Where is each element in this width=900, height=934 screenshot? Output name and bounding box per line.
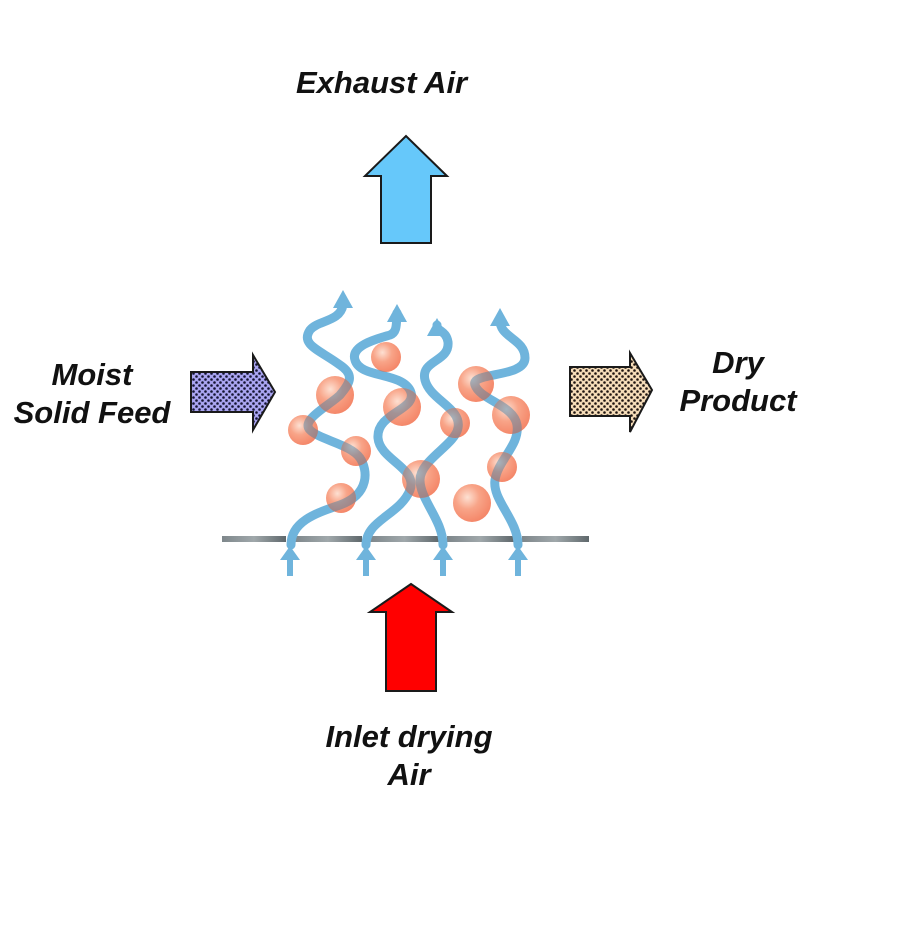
plate-segment <box>447 536 514 542</box>
particle <box>440 408 470 438</box>
inlet-air-line1: Inlet drying <box>325 719 493 754</box>
exhaust-air-label: Exhaust Air <box>296 65 468 100</box>
plate-segment <box>370 536 439 542</box>
particle <box>288 415 318 445</box>
dry-product-arrow-icon <box>569 349 654 433</box>
moist-feed-line2: Solid Feed <box>13 395 171 430</box>
exhaust-air-arrow-icon <box>362 134 450 244</box>
dry-product-line1: Dry <box>712 345 764 380</box>
inlet-jet-arrow-icon <box>356 546 376 576</box>
moist-feed-line1: Moist <box>51 357 133 392</box>
air-stream <box>470 313 530 550</box>
particle <box>492 396 530 434</box>
distributor-plate <box>222 536 589 542</box>
moist-feed-arrow-icon <box>190 351 277 434</box>
moist-solid-feed-label: Moist Solid Feed <box>4 356 180 432</box>
dry-product-label: Dry Product <box>668 344 808 420</box>
air-stream-arrowhead-icon <box>490 308 510 326</box>
particles <box>288 342 530 522</box>
inlet-jet-arrow-icon <box>280 546 300 576</box>
dry-product-line2: Product <box>679 383 797 418</box>
particle <box>316 376 354 414</box>
particle <box>453 484 491 522</box>
particle <box>341 436 371 466</box>
particle <box>326 483 356 513</box>
inlet-air-arrow-icon <box>366 582 456 692</box>
inlet-air-line2: Air <box>387 757 431 792</box>
particle <box>371 342 401 372</box>
plate-segment <box>222 536 286 542</box>
particle <box>383 388 421 426</box>
particle <box>487 452 517 482</box>
particle <box>402 460 440 498</box>
air-stream-overlay <box>350 342 416 522</box>
inlet-jet-arrow-icon <box>508 546 528 576</box>
inlet-drying-air-label: Inlet drying Air <box>296 718 522 794</box>
air-stream-arrowhead-icon <box>333 290 353 308</box>
plate-segment <box>294 536 362 542</box>
inlet-jet-arrow-icon <box>433 546 453 576</box>
plate-segment <box>522 536 589 542</box>
inlet-air-jets <box>280 546 528 576</box>
air-stream-arrowhead-icon <box>387 304 407 322</box>
particle <box>458 366 494 402</box>
air-stream-arrowhead-icon <box>427 318 447 336</box>
